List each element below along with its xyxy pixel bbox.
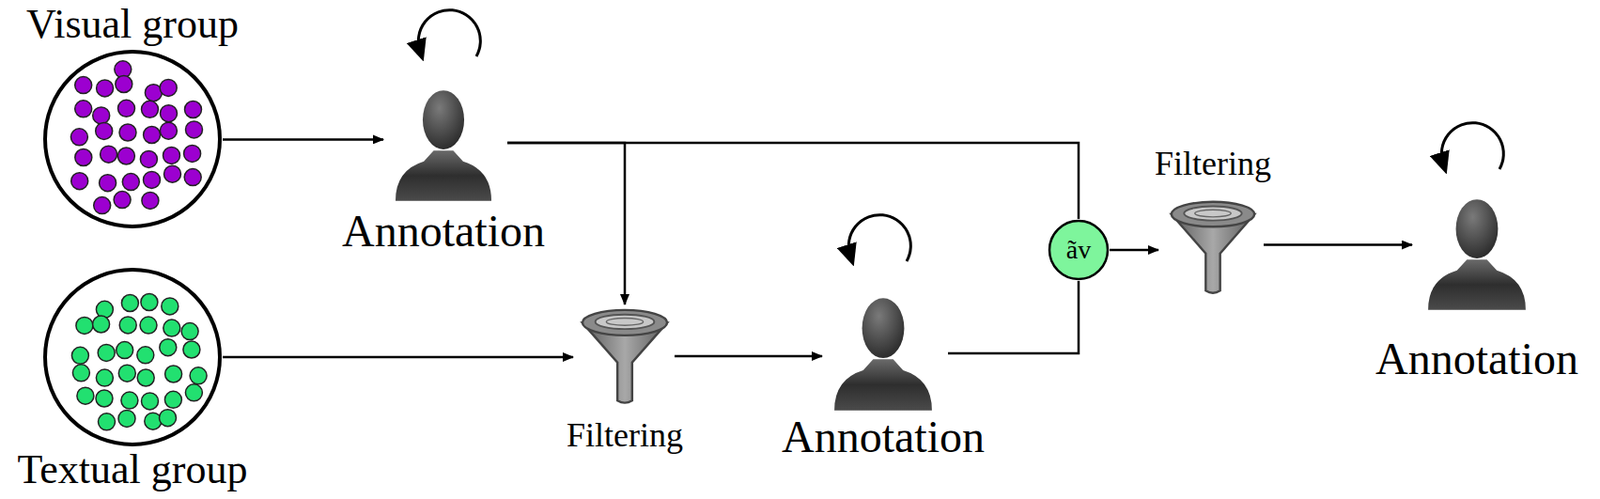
merge-circle: ãv (1047, 218, 1110, 281)
person-icon (1421, 191, 1533, 312)
item-dot (98, 413, 116, 431)
group-circle (42, 48, 223, 230)
flow-connector (947, 280, 1079, 354)
item-dot (142, 171, 160, 189)
item-dot (117, 147, 135, 165)
item-dot (139, 316, 157, 334)
item-dot (121, 391, 139, 409)
annotation-node: Annotation (781, 290, 985, 463)
item-dot (185, 121, 202, 139)
node-label: Annotation (781, 412, 985, 463)
item-dot (184, 145, 202, 163)
item-dot (77, 387, 94, 404)
flow-connector (507, 142, 1079, 219)
item-dot (71, 172, 89, 190)
item-dot (161, 297, 179, 315)
item-dot (118, 364, 136, 382)
item-dot (159, 79, 177, 97)
self-loop-arrow (848, 215, 911, 262)
item-dot (140, 294, 158, 311)
item-dot (95, 389, 113, 407)
filter-node: Filtering (566, 306, 684, 455)
annotation-node: Annotation (1375, 191, 1579, 385)
node-label: Textual group (17, 447, 249, 493)
item-dot (159, 409, 177, 427)
item-dot (95, 369, 113, 387)
item-dot (189, 367, 207, 385)
item-dot (139, 151, 157, 169)
item-dot (165, 365, 183, 383)
item-dot (163, 319, 181, 337)
item-dot (121, 295, 139, 312)
item-dot (117, 100, 135, 118)
item-dot (72, 364, 90, 382)
person-icon (827, 290, 939, 413)
item-dot (75, 77, 93, 94)
group-node: Textual group (17, 266, 249, 493)
item-dot (118, 409, 136, 427)
item-dot (113, 191, 131, 209)
node-label: Filtering (1154, 145, 1272, 184)
item-dot (137, 369, 155, 387)
funnel-icon (578, 306, 671, 406)
item-dot (71, 346, 89, 364)
person-icon (388, 82, 498, 203)
item-dot (76, 316, 94, 334)
item-dot (119, 316, 137, 334)
item-dot (181, 323, 199, 341)
item-dot (183, 341, 201, 358)
funnel-icon (1167, 198, 1259, 296)
item-dot (184, 169, 202, 187)
item-dot (115, 76, 133, 94)
group-circle (42, 266, 223, 448)
node-label: Visual group (26, 1, 239, 47)
group-node: Visual group (26, 1, 239, 230)
item-dot (144, 412, 162, 430)
item-dot (184, 101, 202, 119)
self-loop-arrow (418, 10, 481, 57)
item-dot (141, 392, 159, 410)
item-dot (164, 390, 182, 408)
node-label: Annotation (341, 206, 545, 257)
group-outline (45, 269, 220, 445)
flow-connector (1263, 243, 1413, 247)
item-dot (116, 341, 134, 359)
annotation-node: Annotation (341, 82, 545, 257)
item-dot (185, 384, 202, 402)
item-dot (99, 174, 117, 192)
item-dot (100, 146, 118, 164)
merge-label: ãv (1066, 235, 1091, 265)
node-label: Filtering (566, 417, 684, 455)
item-dot (75, 149, 93, 167)
self-loop-arrow (1441, 123, 1504, 170)
item-dot (163, 166, 181, 184)
item-dot (140, 101, 158, 119)
item-dot (159, 339, 177, 357)
filter-node: Filtering (1154, 145, 1272, 296)
node-label: Annotation (1375, 334, 1579, 385)
item-dot (143, 126, 161, 144)
item-dot (159, 105, 177, 123)
item-dot (70, 128, 88, 146)
item-dot (141, 192, 159, 210)
item-dot (162, 147, 180, 165)
flow-connector (1109, 248, 1159, 252)
flow-connector (674, 355, 823, 358)
merge-node: ãv (1047, 218, 1110, 281)
item-dot (97, 343, 115, 361)
flow-connector (222, 356, 574, 359)
item-dot (122, 173, 140, 191)
flow-connector (222, 138, 384, 141)
item-dot (93, 197, 111, 215)
item-dot (93, 315, 110, 333)
item-dot (75, 100, 93, 118)
item-dot (95, 123, 113, 140)
item-dot (137, 346, 155, 364)
item-dot (159, 123, 177, 140)
group-outline (45, 51, 220, 227)
item-dot (96, 79, 114, 97)
item-dot (93, 107, 110, 125)
item-dot (119, 124, 137, 141)
